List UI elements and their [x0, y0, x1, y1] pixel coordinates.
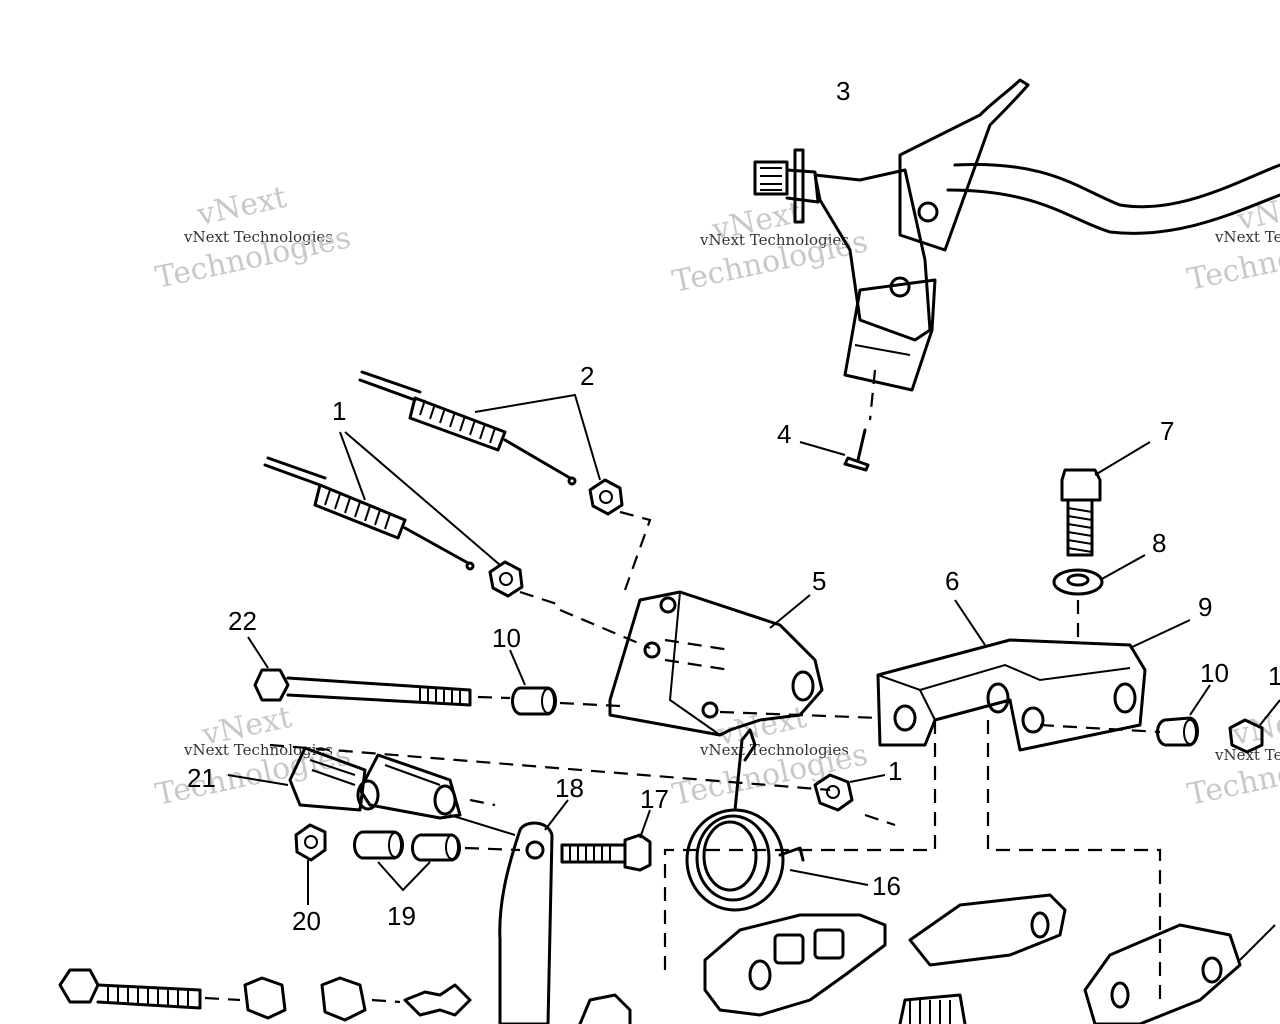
callout-17: 17 [640, 784, 669, 814]
callout-18: 18 [555, 773, 584, 803]
callout-21: 21 [187, 763, 216, 793]
callout-1-lower: 1 [888, 756, 902, 786]
callout-20: 20 [292, 906, 321, 936]
svg-text:vNext Technologies: vNext Technologies [699, 231, 849, 249]
callout-4: 4 [777, 419, 791, 449]
callout-2: 2 [580, 361, 594, 391]
callout-16: 16 [872, 871, 901, 901]
spacer-part-10-left [509, 649, 621, 716]
spring-part-16 [685, 728, 869, 912]
callout-6: 6 [945, 566, 959, 596]
washer-part-8 [1052, 554, 1146, 640]
callout-19: 19 [387, 901, 416, 931]
svg-text:vNext Technologies: vNext Technologies [183, 228, 333, 246]
bolt-part-17 [560, 809, 652, 872]
lower-cam-parts [578, 893, 1276, 1024]
callout-7: 7 [1160, 416, 1174, 446]
bracket-part-5 [559, 590, 824, 737]
watermark-left: vNext vNext Technologies Technologies [152, 180, 353, 296]
arm-part-18 [498, 799, 569, 1024]
spacer-part-10-right [1156, 684, 1280, 754]
cable-part-1 [263, 431, 561, 607]
svg-text:vNext Technologies: vNext Technologies [1214, 228, 1280, 246]
nut-lower-part-1 [813, 773, 886, 812]
callout-1-right: 1 [1268, 661, 1280, 691]
watermark-lower-center: vNext vNext Technologies Technologies [669, 700, 870, 813]
bolt-part-7 [1060, 441, 1151, 557]
callout-22: 22 [228, 606, 257, 636]
bolt-part-22 [247, 636, 511, 707]
svg-text:vNext Technologies: vNext Technologies [699, 741, 849, 759]
screw-part-4 [799, 428, 870, 472]
spacer-part-19 [353, 830, 521, 892]
svg-text:vNext Technologies: vNext Technologies [1214, 746, 1280, 764]
callout-10-left: 10 [492, 623, 521, 653]
callout-8: 8 [1152, 528, 1166, 558]
svg-text:vNext Technologies: vNext Technologies [183, 741, 333, 759]
cable-part-2 [358, 370, 652, 591]
nut-part-20 [294, 823, 327, 905]
callout-5: 5 [812, 566, 826, 596]
callout-3: 3 [836, 76, 850, 106]
bottom-bolt [58, 968, 472, 1022]
throttle-lever-assembly [753, 78, 1280, 421]
callout-9: 9 [1198, 592, 1212, 622]
watermark-center: vNext vNext Technologies Technologies [669, 195, 870, 300]
clamp-part-21 [227, 746, 516, 836]
callout-1-upper: 1 [332, 396, 346, 426]
bracket-part-6 [663, 599, 1191, 1000]
svg-text:vNext: vNext [193, 180, 289, 233]
callout-labels: 1 2 3 4 5 6 7 8 9 10 1 16 17 18 19 20 21… [187, 76, 1280, 936]
callout-10-right: 10 [1200, 658, 1229, 688]
